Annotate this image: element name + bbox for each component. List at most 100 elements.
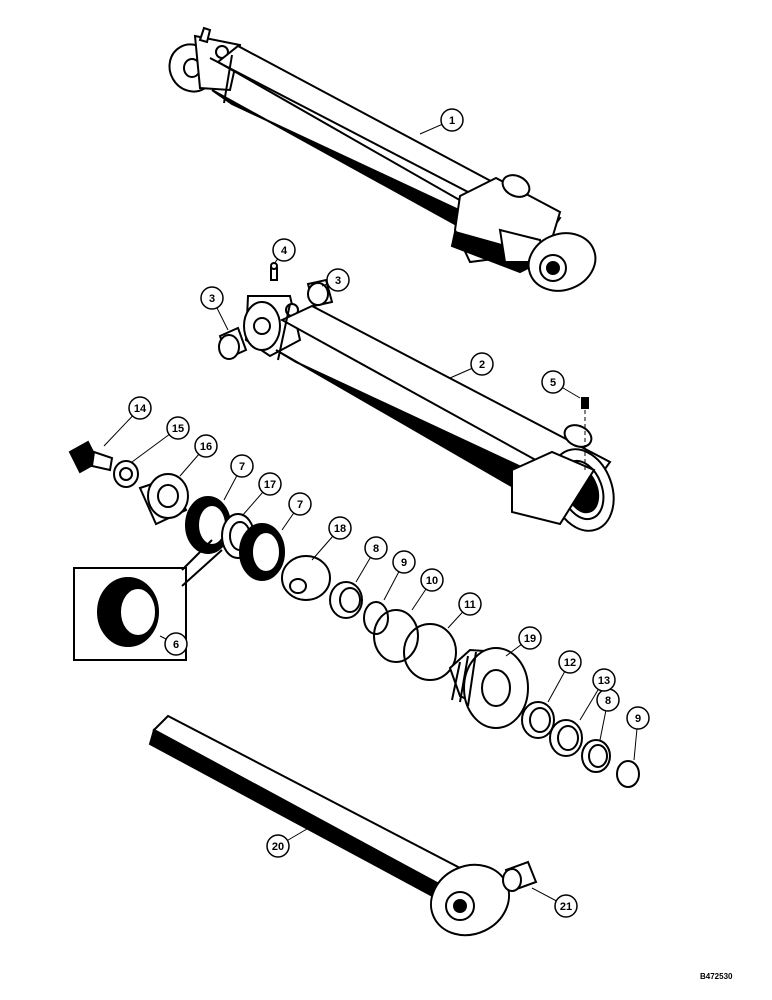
callout-20: 20 [266, 825, 313, 858]
callout-number: 11 [464, 599, 476, 611]
callout-number: 7 [297, 499, 303, 511]
callout-circle [458, 592, 482, 616]
callout-2: 2 [449, 352, 494, 379]
callout-number: 17 [264, 479, 276, 491]
callout-circle [626, 706, 650, 730]
callout-circle [288, 492, 312, 516]
callout-6: 6 [159, 632, 188, 656]
callout-circle [440, 108, 464, 132]
callout-number: 1 [449, 115, 455, 127]
callout-number: 9 [401, 557, 407, 569]
callout-circle [364, 536, 388, 560]
piston-seal-right [239, 523, 285, 581]
callout-number: 8 [373, 543, 379, 555]
callout-circle [266, 834, 290, 858]
rod-bushing-upper [329, 581, 363, 619]
callout-circle [392, 550, 416, 574]
callout-number: 14 [134, 403, 147, 415]
callout-number: 13 [598, 675, 610, 687]
callout-13: 13 [579, 668, 616, 721]
callout-number: 8 [605, 695, 611, 707]
callout-3: 3 [200, 286, 229, 331]
callout-8: 8 [596, 688, 620, 741]
callout-circle [541, 370, 565, 394]
callout-8: 8 [355, 536, 388, 583]
callout-number: 10 [426, 575, 438, 587]
cylinder-barrel [243, 295, 615, 532]
callout-7: 7 [281, 492, 312, 531]
callout-12: 12 [547, 650, 582, 703]
callout-circle [592, 668, 616, 692]
callout-circle [194, 434, 218, 458]
cylinder-assembly [168, 26, 597, 292]
callout-number: 5 [550, 377, 556, 389]
piston-rod [148, 714, 510, 937]
callout-number: 4 [281, 245, 288, 257]
callout-7: 7 [223, 454, 254, 501]
piston-ring-inset [73, 539, 223, 661]
callout-15: 15 [131, 416, 190, 463]
callout-number: 18 [334, 523, 346, 535]
spacer [281, 555, 331, 601]
wiper-seal [549, 719, 583, 757]
backup-ring [373, 609, 419, 663]
bushing-left [218, 326, 248, 360]
callout-circle [166, 416, 190, 440]
o-ring-large [403, 623, 457, 681]
o-ring-lower [616, 760, 640, 788]
reference-code: B472530 [700, 972, 733, 981]
rod-eye-bushing [502, 860, 538, 892]
callout-10: 10 [411, 568, 444, 611]
callout-circle [558, 650, 582, 674]
callout-11: 11 [447, 592, 482, 629]
callout-circle [258, 472, 282, 496]
callout-14: 14 [103, 396, 152, 447]
callout-number: 12 [564, 657, 576, 669]
callout-number: 6 [173, 639, 179, 651]
grease-fitting [270, 262, 278, 281]
callout-circle [230, 454, 254, 478]
callout-number: 7 [239, 461, 245, 473]
rod-seal [521, 701, 555, 739]
callout-3: 3 [321, 268, 350, 292]
callout-number: 3 [209, 293, 215, 305]
callout-9: 9 [626, 706, 650, 761]
bushing-right [306, 278, 334, 308]
piston [138, 473, 189, 526]
callout-number: 3 [335, 275, 341, 287]
callout-5: 5 [541, 370, 581, 399]
washer [113, 460, 139, 488]
callout-circle [328, 516, 352, 540]
callout-circle [164, 632, 188, 656]
callout-4: 4 [272, 238, 296, 265]
callout-16: 16 [179, 434, 218, 477]
callout-number: 2 [479, 359, 485, 371]
gland [448, 647, 529, 729]
callout-19: 19 [505, 626, 542, 657]
callout-number: 20 [272, 841, 284, 853]
callout-number: 19 [524, 633, 536, 645]
callout-21: 21 [531, 887, 578, 918]
callout-circle [128, 396, 152, 420]
callout-circle [272, 238, 296, 262]
callout-number: 9 [635, 713, 641, 725]
callout-18: 18 [311, 516, 352, 561]
rod-bushing-lower [581, 739, 611, 773]
bolt [68, 440, 114, 474]
callout-9: 9 [383, 550, 416, 601]
callout-17: 17 [241, 472, 282, 517]
callout-number: 16 [200, 441, 212, 453]
callout-circle [200, 286, 224, 310]
callout-circle [326, 268, 350, 292]
callout-circle [420, 568, 444, 592]
callout-circle [470, 352, 494, 376]
set-screw [581, 397, 589, 409]
callout-number: 15 [172, 423, 184, 435]
callout-circle [518, 626, 542, 650]
callout-circle [554, 894, 578, 918]
o-ring-upper [363, 601, 389, 635]
callout-number: 21 [560, 901, 572, 913]
callout-1: 1 [419, 108, 464, 135]
